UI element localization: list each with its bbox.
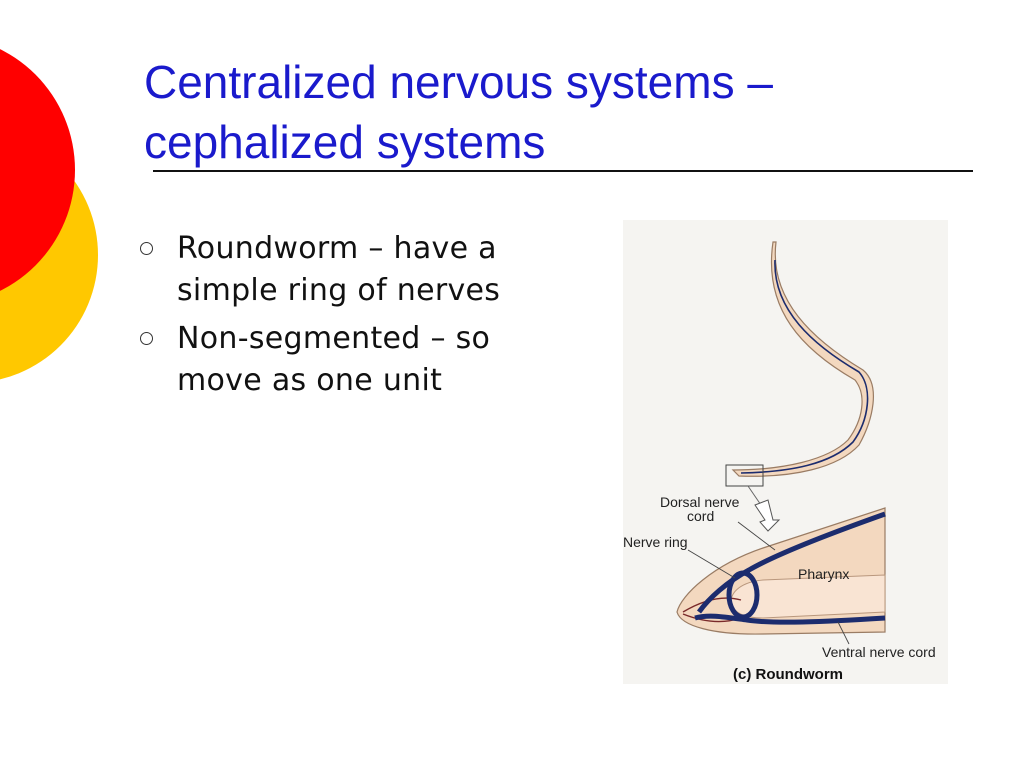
bullet-text: Roundworm – have a simple ring of nerves (177, 231, 501, 308)
figure-caption: (c) Roundworm (733, 666, 843, 683)
bullet-text: Non-segmented – so move as one unit (177, 321, 491, 398)
dorsal-nerve-cord (696, 511, 886, 614)
nerve-ring (726, 570, 760, 620)
red-circle (0, 49, 75, 291)
circle-bullet-icon (140, 332, 153, 345)
decorative-circles (0, 49, 98, 380)
label-ventral: Ventral nerve cord (822, 644, 936, 660)
bullet-item: Non-segmented – so move as one unit (138, 318, 578, 402)
roundworm-figure: Dorsal nerve cord Nerve ring Pharynx Ven… (623, 220, 948, 684)
dorsal-leader (737, 521, 776, 551)
title-line-2: cephalized systems (144, 116, 546, 168)
roundworm-illustration: Dorsal nerve cord Nerve ring Pharynx Ven… (623, 241, 936, 683)
label-pharynx: Pharynx (798, 566, 849, 582)
circle-bullet-icon (140, 242, 153, 255)
label-dorsal-line1: Dorsal nerve (660, 494, 740, 510)
title-line-1: Centralized nervous systems – (144, 56, 773, 108)
ventral-leader (837, 621, 850, 645)
label-nerve-ring: Nerve ring (623, 534, 688, 550)
detail-box (725, 464, 764, 487)
bullet-item: Roundworm – have a simple ring of nerves (138, 228, 578, 312)
caption-text: Roundworm (756, 666, 844, 683)
ventral-nerve-cord (694, 613, 886, 625)
ring-leader (687, 549, 736, 579)
slide-title: Centralized nervous systems – cephalized… (144, 52, 974, 172)
caption-prefix: (c) (733, 666, 751, 683)
bullet-list: Roundworm – have a simple ring of nerves… (138, 228, 578, 408)
title-underline (153, 170, 973, 172)
worm-nerve-line (740, 259, 869, 474)
label-dorsal-line2: cord (687, 508, 714, 524)
zoom-arrow-icon (754, 499, 781, 532)
worm-body (731, 241, 874, 477)
